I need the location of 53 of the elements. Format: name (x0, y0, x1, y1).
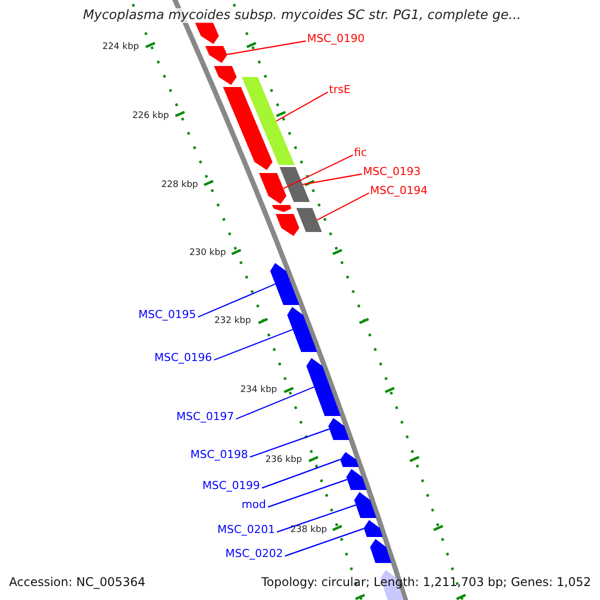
gene-label: MSC_0202 (225, 548, 283, 559)
gene-label: MSC_0201 (217, 524, 275, 535)
leader-line (316, 192, 370, 221)
gene-feature (272, 205, 292, 212)
leader-line (214, 328, 293, 361)
gene-bar (296, 208, 322, 232)
scale-label: 234 kbp (240, 386, 277, 395)
gene-feature (328, 418, 350, 440)
leader-line (236, 386, 314, 420)
gene-bar (280, 167, 310, 202)
gene-feature (270, 263, 300, 305)
scale-label: 226 kbp (132, 112, 169, 121)
gene-feature (364, 520, 383, 537)
gene-feature (214, 66, 237, 85)
scale-label: 230 kbp (189, 249, 226, 258)
gene-label: MSC_0194 (370, 185, 428, 196)
gene-feature (287, 307, 318, 352)
gene-label: MSC_0197 (176, 411, 234, 422)
gene-feature (340, 452, 359, 467)
leader-line (284, 528, 364, 557)
accession-text: Accession: NC_005364 (9, 576, 146, 588)
leader-line (262, 458, 340, 489)
scale-label: 228 kbp (161, 181, 198, 190)
leader-line (302, 173, 362, 186)
gene-label: MSC_0196 (154, 352, 212, 363)
gene-feature (354, 492, 376, 518)
leader-line (268, 478, 348, 508)
gene-feature (205, 46, 228, 63)
gene-label: MSC_0195 (138, 309, 196, 320)
scale-label: 224 kbp (102, 43, 139, 52)
gene-feature (306, 358, 341, 416)
gene-label: trsE (329, 84, 351, 95)
scale-label: 232 kbp (214, 317, 251, 326)
gene-label: MSC_0198 (190, 449, 248, 460)
gene-feature (370, 539, 392, 563)
leader-line (276, 91, 328, 122)
gene-feature (346, 469, 367, 490)
gene-label: fic (354, 147, 367, 158)
leader-line (198, 283, 276, 318)
scale-label: 236 kbp (265, 456, 302, 465)
leader-line (226, 40, 306, 56)
gene-label: MSC_0190 (307, 33, 365, 44)
leader-line (276, 504, 356, 533)
gene-label: mod (242, 499, 266, 510)
gene-bar (242, 77, 295, 165)
gene-feature (276, 214, 300, 236)
leader-line (250, 428, 330, 458)
summary-text: Topology: circular; Length: 1,211,703 bp; Genes: 1,052 (261, 576, 591, 588)
leader-line (283, 154, 354, 190)
gene-label: MSC_0193 (363, 166, 421, 177)
gene-label: MSC_0199 (202, 480, 260, 491)
scale-label: 238 kbp (290, 526, 327, 535)
gene-feature (223, 87, 272, 170)
